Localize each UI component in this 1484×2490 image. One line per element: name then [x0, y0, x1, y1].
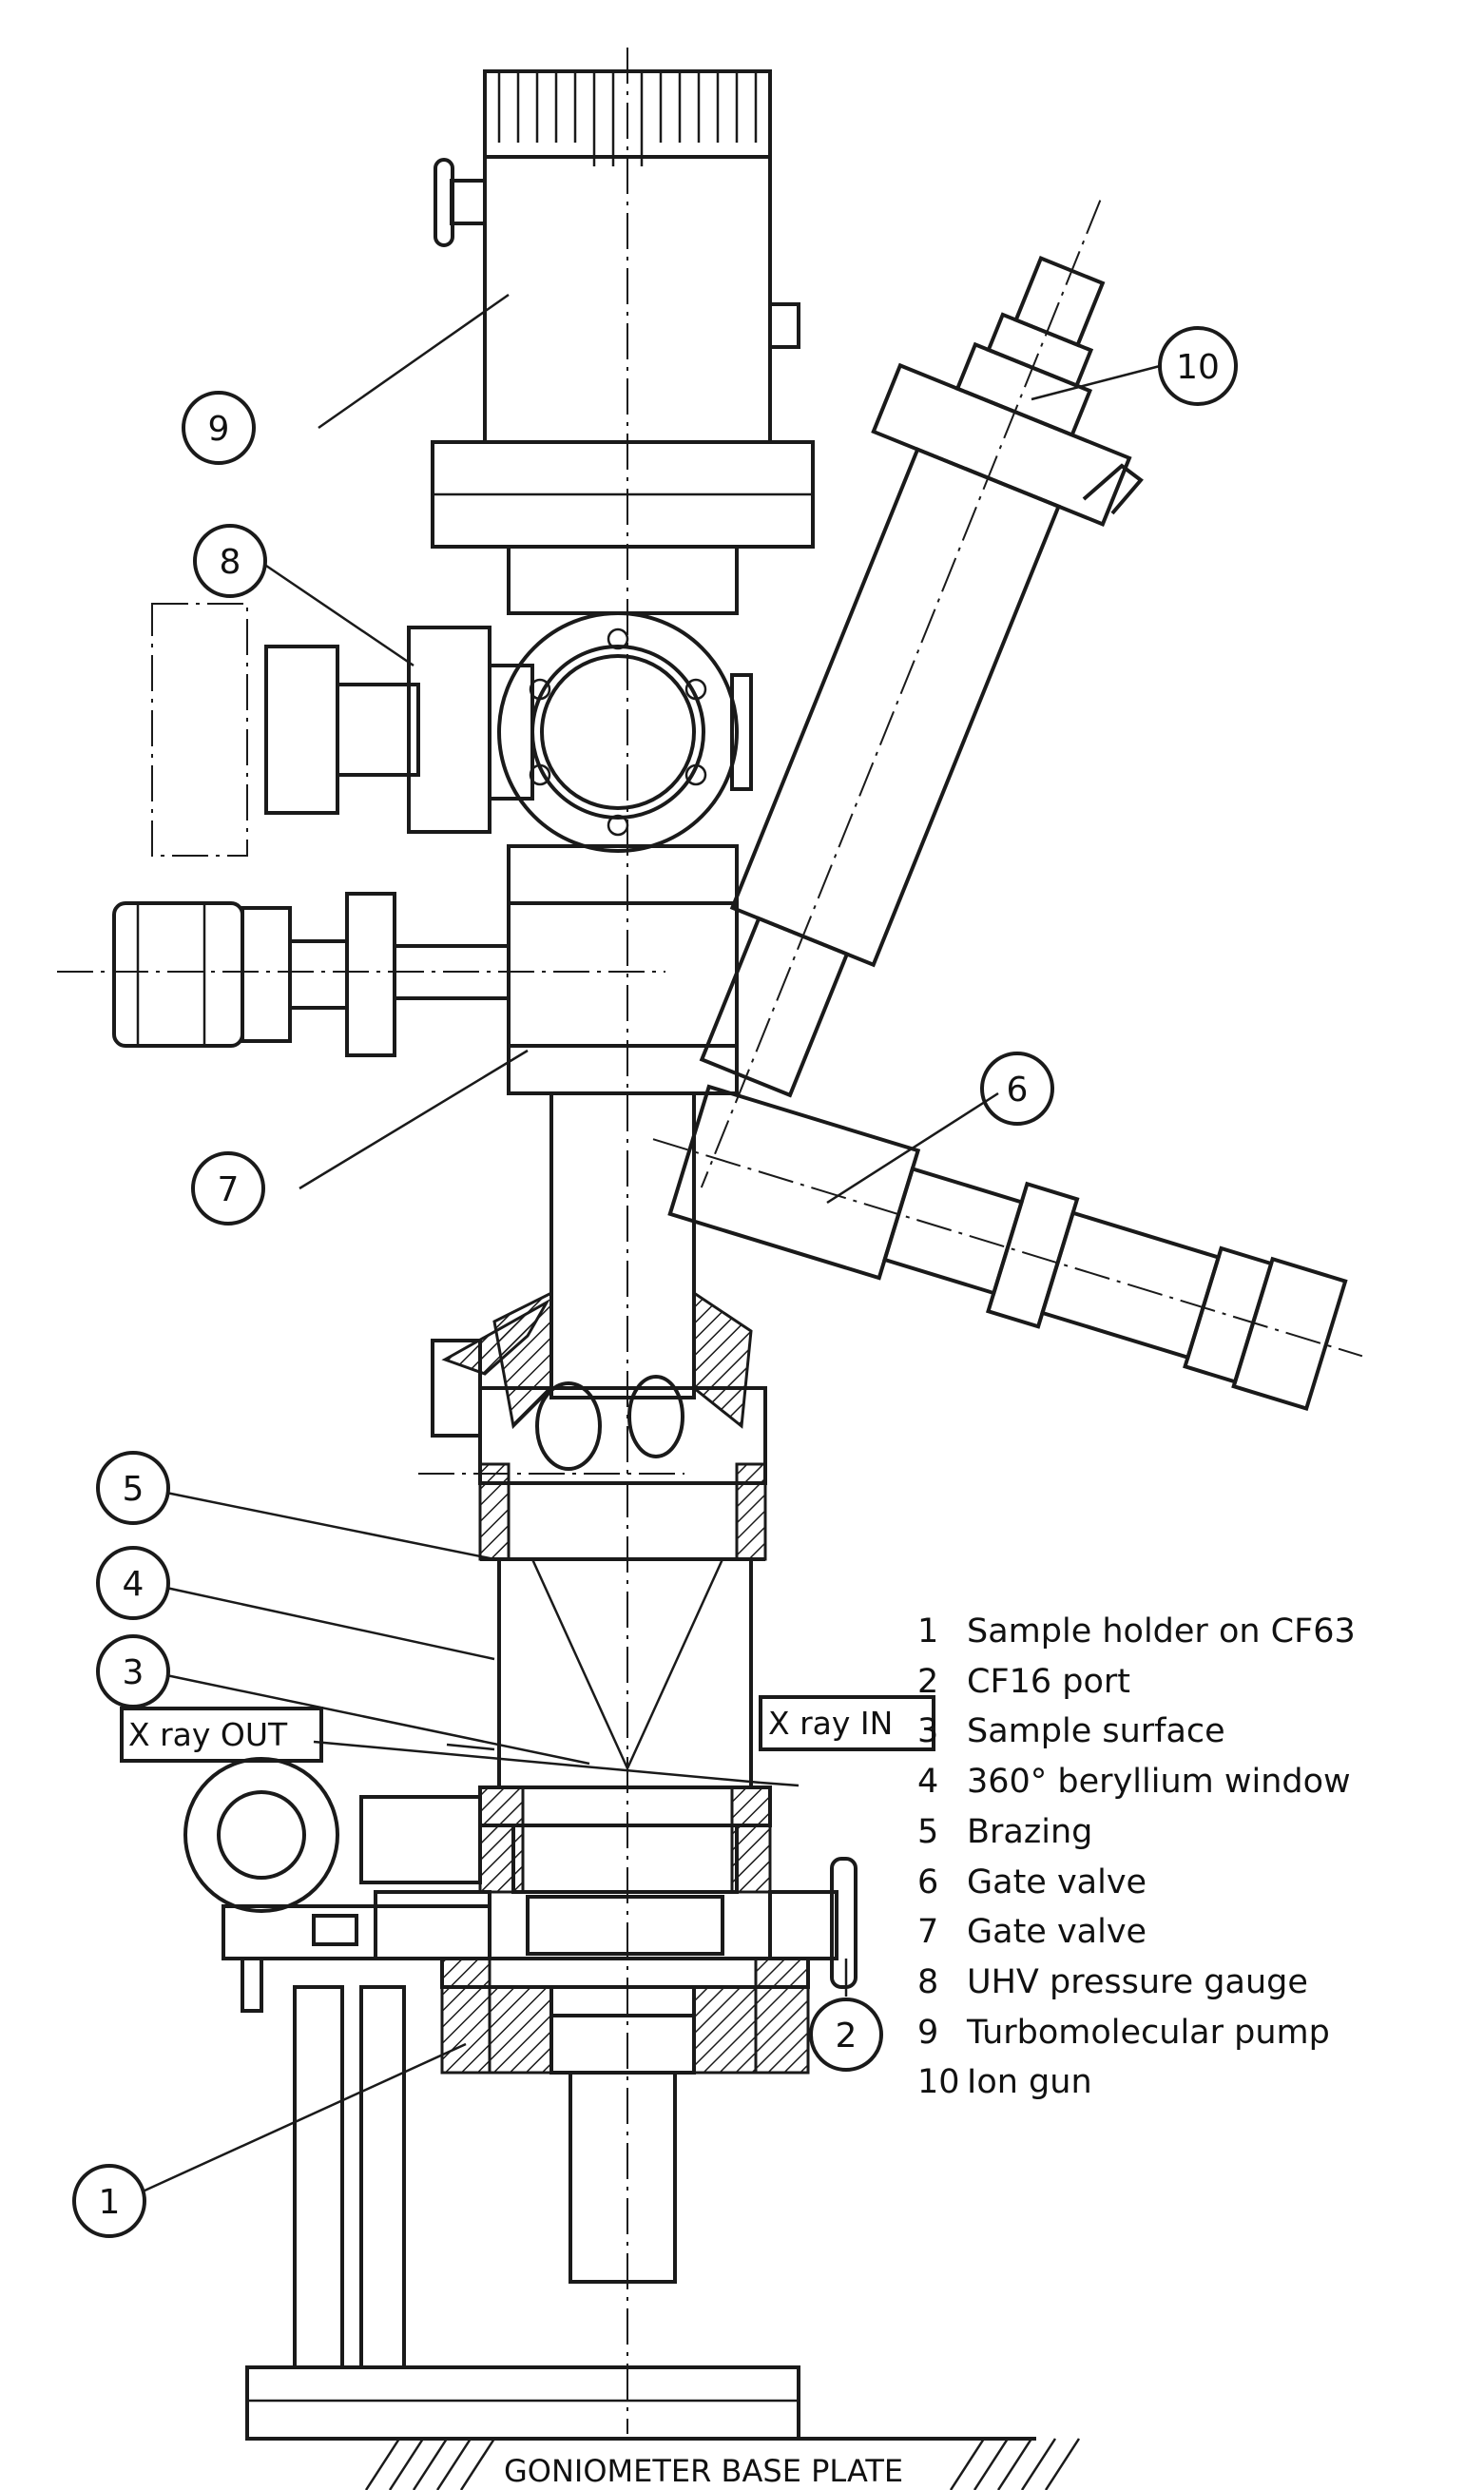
sample-holder [183, 1757, 858, 2284]
svg-text:10: 10 [1176, 348, 1220, 387]
support-stand [245, 1985, 1036, 2441]
ion-gun-handle [1082, 463, 1144, 515]
svg-text:8: 8 [220, 543, 241, 582]
xray-in-box [759, 1695, 935, 1751]
x-ray-beam [313, 1740, 761, 1785]
gate-valve-upper [652, 1084, 1363, 1412]
callout-2: 2 [809, 1998, 883, 2072]
svg-text:6: 6 [1007, 1071, 1029, 1110]
callout-8: 8 [193, 524, 267, 598]
callout-9: 9 [182, 391, 256, 465]
svg-text:9: 9 [208, 410, 230, 449]
callout-1: 1 [72, 2164, 146, 2238]
ground-hatch [364, 2438, 1081, 2490]
turbomolecular-pump [431, 69, 815, 615]
main-chamber [418, 1091, 767, 1789]
uhv-pressure-gauge [151, 603, 753, 857]
callout-5: 5 [96, 1451, 170, 1525]
svg-text:7: 7 [218, 1170, 240, 1209]
callout-7: 7 [191, 1151, 265, 1226]
svg-text:3: 3 [123, 1653, 145, 1692]
xray-in-label: X ray IN [768, 1705, 893, 1742]
svg-text:2: 2 [836, 2017, 858, 2056]
callout-6: 6 [980, 1052, 1054, 1126]
svg-text:1: 1 [99, 2183, 121, 2222]
gate-valve-lower [57, 844, 739, 1095]
leader-lines [142, 293, 1161, 2193]
xray-out-box [120, 1707, 323, 1763]
svg-text:4: 4 [123, 1565, 145, 1604]
svg-text:5: 5 [123, 1470, 145, 1509]
callout-10: 10 [1158, 326, 1238, 406]
callout-4: 4 [96, 1546, 170, 1620]
callout-3: 3 [96, 1634, 170, 1708]
ion-gun [699, 200, 1132, 1188]
base-plate-label: GONIOMETER BASE PLATE [504, 2453, 903, 2489]
xray-out-label: X ray OUT [128, 1716, 288, 1753]
